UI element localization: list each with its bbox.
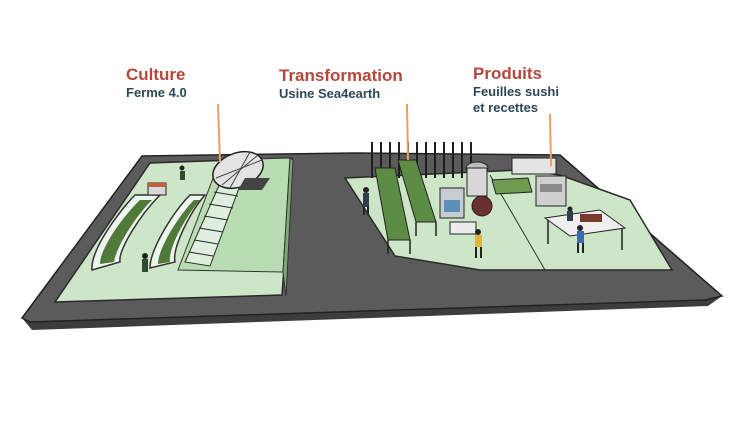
- person-figure: [363, 187, 369, 215]
- transformation-zone: [343, 142, 674, 271]
- drying-table: [374, 167, 411, 254]
- person-figure: [475, 229, 482, 258]
- culture-tank: [149, 194, 207, 269]
- work-table: [543, 209, 627, 250]
- transformation-subtitle: Usine Sea4earth: [279, 86, 381, 102]
- culture-title: Culture: [126, 65, 186, 84]
- produits-label: Produits Feuilles sushi et recettes: [473, 64, 559, 116]
- produits-leader: [549, 113, 552, 167]
- culture-label: Culture Ferme 4.0: [126, 65, 187, 101]
- produits-subtitle-line2: et recettes: [473, 99, 539, 115]
- drying-table: [397, 159, 437, 236]
- produits-title: Produits: [473, 64, 542, 83]
- produits-zone: [491, 157, 627, 253]
- culture-subtitle: Ferme 4.0: [126, 85, 187, 101]
- person-figure: [567, 206, 573, 221]
- leader-lines: [217, 103, 552, 167]
- small-building: [147, 182, 167, 196]
- transformation-label: Transformation Usine Sea4earth: [279, 66, 403, 102]
- packaging-bench: [491, 157, 567, 207]
- produits-subtitle-line1: Feuilles sushi: [473, 84, 559, 100]
- person-figure: [179, 165, 185, 180]
- person-figure: [142, 253, 148, 272]
- transformation-leader: [406, 103, 409, 161]
- processing-machine: [439, 161, 493, 235]
- culture-leader: [217, 103, 221, 163]
- person-figure: [577, 225, 584, 253]
- dome-structure: [212, 150, 270, 190]
- culture-zone: [53, 150, 294, 303]
- transformation-title: Transformation: [279, 66, 403, 85]
